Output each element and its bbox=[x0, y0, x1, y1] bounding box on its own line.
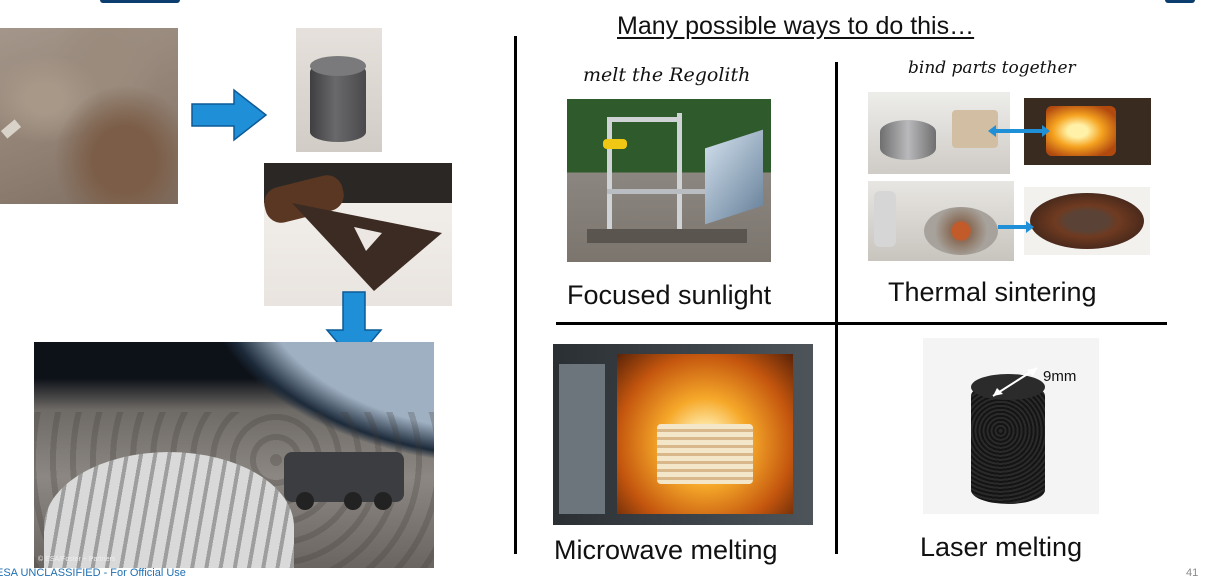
bind-parts-note: bind parts together bbox=[908, 58, 1076, 78]
focused-sunlight-caption: Focused sunlight bbox=[567, 280, 772, 310]
arrow-right-small-icon bbox=[998, 221, 1034, 233]
regolith-brick-photo bbox=[296, 28, 382, 152]
lunar-base-render: © ESA/Foster + Partners bbox=[34, 342, 434, 568]
page-number: 41 bbox=[1186, 567, 1199, 579]
printed-tile-in-hand-photo bbox=[264, 163, 452, 306]
sintered-disk-photo bbox=[1024, 187, 1150, 255]
quadrant-vertical-divider bbox=[835, 62, 838, 554]
arrow-right-icon bbox=[191, 88, 268, 142]
classification-footer: ESA UNCLASSIFIED - For Official Use bbox=[0, 567, 186, 579]
render-credit: © ESA/Foster + Partners bbox=[38, 556, 116, 563]
sintered-disk-setup-photo bbox=[868, 181, 1014, 261]
left-divider bbox=[514, 36, 517, 554]
title-fragment bbox=[0, 0, 1205, 5]
slide-heading: Many possible ways to do this… bbox=[617, 12, 975, 40]
solar-furnace-photo bbox=[567, 99, 771, 262]
microwave-melting-caption: Microwave melting bbox=[554, 535, 778, 565]
dimension-arrow-icon bbox=[992, 367, 1038, 397]
sintering-crucible-photo bbox=[868, 92, 1010, 174]
quadrant-horizontal-divider bbox=[556, 322, 1167, 325]
thermal-sintering-caption: Thermal sintering bbox=[888, 277, 1097, 307]
microwave-furnace-photo bbox=[553, 344, 813, 525]
dimension-label: 9mm bbox=[1043, 368, 1077, 385]
arrow-left-right-icon bbox=[988, 125, 1050, 137]
melt-regolith-note: melt the Regolith bbox=[583, 64, 751, 86]
laser-melting-caption: Laser melting bbox=[920, 532, 1083, 562]
laser-melted-sample-photo: 9mm bbox=[923, 338, 1099, 514]
regolith-ground-photo bbox=[0, 28, 178, 204]
